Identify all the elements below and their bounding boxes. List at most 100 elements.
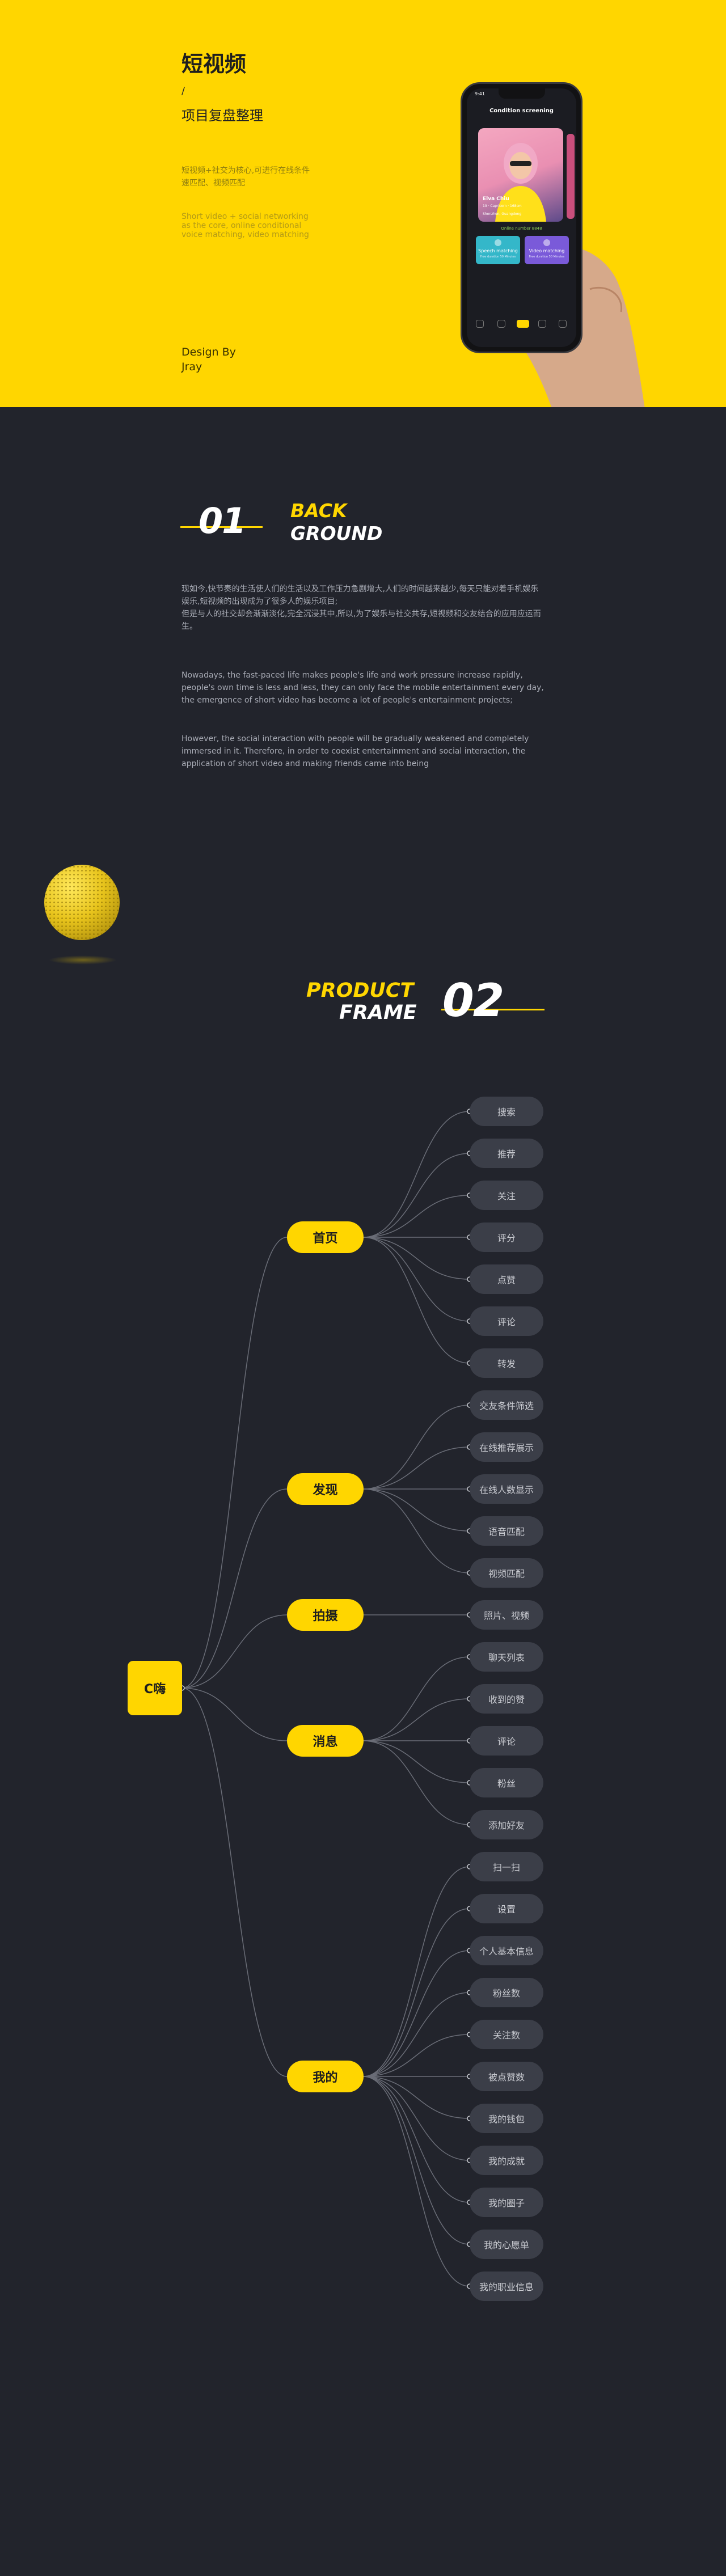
discover-tab-icon[interactable] bbox=[497, 320, 505, 328]
connector-line bbox=[362, 1111, 470, 1238]
connector-line bbox=[362, 2034, 470, 2077]
profile-card[interactable]: Elva Chiu 19 · Capricorn · 168cm Shenzhe… bbox=[478, 128, 563, 222]
microphone-icon bbox=[495, 239, 501, 246]
connector-line bbox=[182, 1488, 288, 1689]
mindmap-leaf: 推荐 bbox=[470, 1139, 543, 1168]
mindmap-leaf: 添加好友 bbox=[470, 1810, 543, 1839]
hero-title: 短视频 bbox=[182, 52, 247, 77]
home-tab-icon[interactable] bbox=[476, 320, 484, 328]
hero-subtitle: 项目复盘整理 bbox=[182, 108, 263, 124]
mindmap-leaf: 粉丝 bbox=[470, 1768, 543, 1797]
connector-line bbox=[362, 1656, 470, 1741]
message-tab-icon[interactable] bbox=[538, 320, 546, 328]
mindmap-leaf: 评论 bbox=[470, 1306, 543, 1336]
golf-ball-decoration bbox=[44, 865, 120, 940]
phone-notch bbox=[499, 88, 545, 99]
mindmap-branch: 发现 bbox=[287, 1473, 364, 1505]
mindmap-leaf: 粉丝数 bbox=[470, 1978, 543, 2007]
background-paragraph-en-2: However, the social interaction with peo… bbox=[182, 734, 529, 768]
card-info: 19 · Capricorn · 168cm bbox=[483, 204, 522, 208]
mindmap-leaf: 我的职业信息 bbox=[470, 2272, 543, 2301]
connector-line bbox=[362, 1405, 470, 1490]
video-matching-sub: Free duration 50 Minutes bbox=[529, 255, 565, 259]
mindmap-root: C嗨 bbox=[128, 1661, 182, 1715]
connector-line bbox=[362, 1237, 470, 1322]
connector-line bbox=[362, 1446, 470, 1490]
mindmap-leaf: 交友条件筛选 bbox=[470, 1390, 543, 1420]
connector-line bbox=[362, 2076, 470, 2287]
mindmap-leaf: 我的心愿单 bbox=[470, 2230, 543, 2259]
section1-underline bbox=[180, 526, 263, 528]
mindmap-leaf: 扫一扫 bbox=[470, 1852, 543, 1881]
hero-slash: / bbox=[182, 85, 185, 97]
section2-number: 02 bbox=[442, 974, 504, 1027]
screen-title: Condition screening bbox=[489, 108, 554, 114]
card-stack-back bbox=[567, 134, 575, 219]
background-paragraph-en-1: Nowadays, the fast-paced life makes peop… bbox=[182, 671, 544, 705]
video-matching-label: Video matching bbox=[529, 248, 565, 253]
mindmap-leaf: 收到的赞 bbox=[470, 1684, 543, 1714]
mindmap-branch: 消息 bbox=[287, 1725, 364, 1757]
mindmap-branch: 拍摄 bbox=[287, 1599, 364, 1631]
section1-number: 01 bbox=[199, 500, 246, 542]
connector-line bbox=[362, 2076, 470, 2245]
connector-line bbox=[362, 2076, 470, 2119]
mindmap-leaf: 在线推荐展示 bbox=[470, 1432, 543, 1462]
connector-line bbox=[362, 1992, 470, 2077]
connector-line bbox=[362, 1698, 470, 1741]
card-location: Shenzhen, Guangdong bbox=[483, 212, 522, 216]
tab-bar bbox=[467, 313, 576, 336]
connector-line bbox=[362, 1488, 470, 1532]
mindmap-leaf: 我的圈子 bbox=[470, 2188, 543, 2217]
connector-line bbox=[362, 1153, 470, 1238]
connector-line bbox=[182, 1614, 288, 1689]
design-by-label: Design By bbox=[182, 346, 236, 358]
online-count: Online number 8848 bbox=[501, 226, 542, 231]
connector-line bbox=[362, 1866, 470, 2077]
video-icon bbox=[543, 239, 550, 246]
mindmap-leaf: 我的成就 bbox=[470, 2146, 543, 2175]
mindmap-leaf: 转发 bbox=[470, 1348, 543, 1378]
speech-matching-sub: Free duration 50 Minutes bbox=[480, 255, 516, 259]
video-matching-button[interactable]: Video matching Free duration 50 Minutes bbox=[525, 236, 569, 264]
background-paragraph-cn-1: 现如今,快节奏的生活使人们的生活以及工作压力急剧增大,人们的时间越来越少,每天只… bbox=[182, 585, 539, 606]
card-name: Elva Chiu bbox=[483, 196, 509, 202]
status-time: 9:41 bbox=[475, 91, 485, 96]
profile-tab-icon[interactable] bbox=[559, 320, 567, 328]
connector-line bbox=[362, 1488, 470, 1573]
mindmap-leaf: 在线人数显示 bbox=[470, 1474, 543, 1504]
mindmap-leaf: 关注数 bbox=[470, 2020, 543, 2049]
connector-line bbox=[362, 1237, 470, 1280]
connector-line bbox=[362, 1908, 470, 2077]
mindmap-leaf: 语音匹配 bbox=[470, 1516, 543, 1546]
connector-line bbox=[362, 1237, 470, 1364]
mindmap-leaf: 搜索 bbox=[470, 1097, 543, 1126]
speech-matching-button[interactable]: Speech matching Free duration 50 Minutes bbox=[476, 236, 520, 264]
capture-tab-icon[interactable] bbox=[517, 320, 529, 328]
connector-line bbox=[182, 1687, 288, 1741]
mindmap-leaf: 设置 bbox=[470, 1894, 543, 1923]
mindmap-branch: 首页 bbox=[287, 1221, 364, 1253]
designer-credit: Design By Jray bbox=[182, 345, 236, 374]
profile-photo bbox=[495, 143, 546, 222]
section1-title-line1: BACK bbox=[290, 500, 347, 522]
designer-name: Jray bbox=[182, 361, 202, 373]
connector-line bbox=[362, 1195, 470, 1238]
ball-shadow bbox=[49, 955, 117, 965]
mindmap-leaf: 聊天列表 bbox=[470, 1642, 543, 1672]
connector-line bbox=[362, 1950, 470, 2077]
connector-line bbox=[362, 1740, 470, 1783]
connector-line bbox=[182, 1687, 288, 2077]
mindmap-leaf: 点赞 bbox=[470, 1264, 543, 1294]
section2-title-line2: FRAME bbox=[339, 1001, 417, 1024]
connector-line bbox=[182, 1237, 288, 1689]
connector-line bbox=[362, 1740, 470, 1825]
phone-screen: 9:41 Condition screening Elva Chiu 19 · … bbox=[467, 88, 576, 347]
mindmap-leaf: 视频匹配 bbox=[470, 1558, 543, 1588]
mindmap-leaf: 个人基本信息 bbox=[470, 1936, 543, 1965]
speech-matching-label: Speech matching bbox=[478, 248, 518, 253]
connector-line bbox=[362, 2076, 470, 2203]
mindmap-leaf: 我的钱包 bbox=[470, 2104, 543, 2133]
phone-mockup: 9:41 Condition screening Elva Chiu 19 · … bbox=[461, 82, 583, 353]
section1-title-line2: GROUND bbox=[290, 522, 383, 544]
